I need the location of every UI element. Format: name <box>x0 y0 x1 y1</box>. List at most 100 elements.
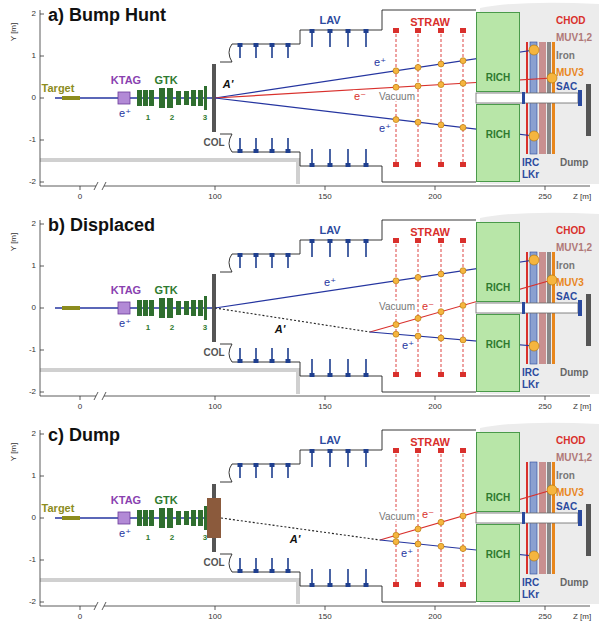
component-label: MUV3 <box>556 67 584 78</box>
axis-tick: 100 <box>208 613 221 622</box>
axis-tick: -1 <box>29 556 36 565</box>
component-label: IRC <box>522 577 539 588</box>
axis-title: Y [m] <box>10 443 19 462</box>
rich-detector: RICH <box>476 104 520 182</box>
particle-label: e⁻ <box>421 508 435 520</box>
axis-tick: 0 <box>78 403 82 412</box>
detector-name: RICH <box>486 72 510 83</box>
component-label: MUV3 <box>556 487 584 498</box>
particle-label: A' <box>289 533 302 545</box>
component-label: LAV <box>319 434 340 446</box>
component-label: COL <box>203 137 224 148</box>
component-label: Dump <box>560 157 588 168</box>
axis-tick: 100 <box>208 403 221 412</box>
axis-tick: 100 <box>208 193 221 202</box>
axis-title: Z [m] <box>573 403 591 412</box>
axis-title: Z [m] <box>573 193 591 202</box>
component-label: Dump <box>560 577 588 588</box>
component-label: CHOD <box>556 225 585 236</box>
axis-tick: -1 <box>29 346 36 355</box>
rich-detector: RICH <box>476 314 520 392</box>
component-label: GTK <box>154 494 177 506</box>
closed-collimator <box>207 498 221 538</box>
axis-tick: 250 <box>538 193 551 202</box>
station-number: 3 <box>203 324 207 333</box>
component-label: GTK <box>154 284 177 296</box>
axis-tick: -2 <box>29 388 36 397</box>
axis-tick: 0 <box>32 514 36 523</box>
region-label: Vacuum <box>378 301 416 312</box>
axis-tick: 200 <box>428 613 441 622</box>
rich-detector: RICH <box>476 222 520 302</box>
detector-name: RICH <box>486 282 510 293</box>
component-label: LKr <box>522 379 539 390</box>
particle-label: e⁺ <box>119 527 131 539</box>
detector-name: RICH <box>486 549 510 560</box>
station-number: 3 <box>203 534 207 543</box>
station-number: 2 <box>170 114 174 123</box>
station-number: 3 <box>203 114 207 123</box>
rich-detector: RICH <box>476 432 520 512</box>
axis-tick: 200 <box>428 193 441 202</box>
component-label: MUV1,2 <box>556 242 592 253</box>
axis-tick: 150 <box>318 403 331 412</box>
station-number: 1 <box>146 534 150 543</box>
component-label: SAC <box>556 291 577 302</box>
track-hits <box>393 485 557 561</box>
component-label: Target <box>42 502 75 514</box>
component-label: MUV1,2 <box>556 452 592 463</box>
component-label: KTAG <box>111 284 141 296</box>
component-label: LKr <box>522 169 539 180</box>
component-label: SAC <box>556 501 577 512</box>
detector-name: RICH <box>486 492 510 503</box>
component-label: Dump <box>560 367 588 378</box>
rich-detector: RICH <box>476 12 520 92</box>
station-number: 2 <box>170 534 174 543</box>
panel-title: c) Dump <box>48 426 120 446</box>
component-label: STRAW <box>410 436 450 448</box>
panel-title: b) Displaced <box>48 216 155 236</box>
axis-tick: -2 <box>29 598 36 607</box>
detector-layout <box>40 3 599 190</box>
particle-label: e⁺ <box>119 317 131 329</box>
component-label: STRAW <box>410 16 450 28</box>
region-label: Vacuum <box>378 91 416 102</box>
detector-layout <box>40 213 599 400</box>
component-label: KTAG <box>111 74 141 86</box>
station-number: 1 <box>146 114 150 123</box>
axis-tick: 0 <box>32 94 36 103</box>
axis-tick: 1 <box>32 262 36 271</box>
dark-photon-path <box>215 308 370 332</box>
component-label: Iron <box>556 470 575 481</box>
station-number: 1 <box>146 324 150 333</box>
axis-tick: 150 <box>318 613 331 622</box>
component-label: Iron <box>556 50 575 61</box>
detector-name: RICH <box>486 129 510 140</box>
component-label: CHOD <box>556 15 585 26</box>
axis-tick: 250 <box>538 403 551 412</box>
component-label: Iron <box>556 260 575 271</box>
particle-label: e⁺ <box>401 339 415 351</box>
component-label: LAV <box>319 224 340 236</box>
panel-c-art <box>40 423 599 610</box>
axis-tick: 2 <box>32 220 36 229</box>
particle-label: e⁺ <box>373 56 387 68</box>
particle-label: e⁻ <box>353 90 367 102</box>
particle-label: e⁺ <box>378 122 392 134</box>
panel-a-art <box>40 3 599 190</box>
axis-tick: 250 <box>538 613 551 622</box>
particle-label: e⁺ <box>119 107 131 119</box>
electron-track <box>370 280 552 332</box>
axis-tick: 0 <box>78 613 82 622</box>
component-label: GTK <box>154 74 177 86</box>
axis-tick: 200 <box>428 403 441 412</box>
particle-label: e⁺ <box>323 276 337 288</box>
component-label: SAC <box>556 81 577 92</box>
axis-tick: 0 <box>32 304 36 313</box>
detector-name: RICH <box>486 339 510 350</box>
detector-layout <box>40 423 599 610</box>
axis-title: Y [m] <box>10 23 19 42</box>
component-label: KTAG <box>111 494 141 506</box>
track-hits <box>393 45 557 141</box>
axis-tick: -1 <box>29 136 36 145</box>
